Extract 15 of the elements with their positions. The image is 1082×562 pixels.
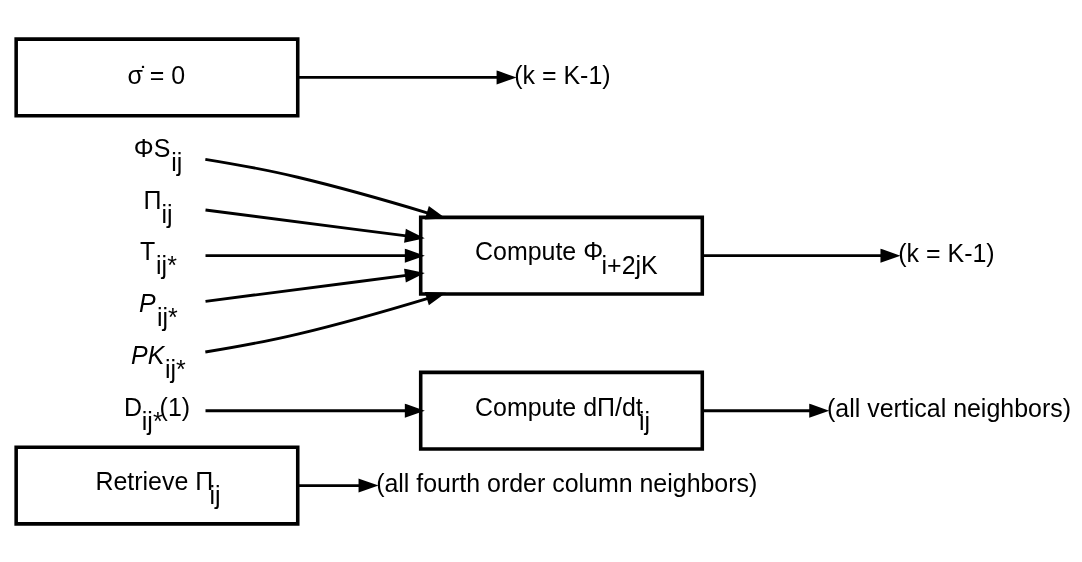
arrow	[205, 291, 446, 353]
arrow	[205, 268, 425, 303]
node-text: (k = K-1)	[898, 238, 995, 267]
arrow	[205, 208, 425, 243]
node-text: (all fourth order column neighbors)	[376, 468, 758, 497]
node-box: σ̇ = 0	[14, 36, 300, 118]
arrow	[205, 157, 446, 219]
arrow	[205, 248, 425, 263]
node-text: (k = K-1)	[514, 60, 611, 89]
arrow	[297, 69, 517, 84]
arrow	[205, 403, 425, 418]
arrow	[297, 478, 379, 493]
arrow	[702, 403, 830, 418]
node-text: (all vertical neighbors)	[827, 393, 1071, 422]
arrow	[702, 248, 901, 263]
